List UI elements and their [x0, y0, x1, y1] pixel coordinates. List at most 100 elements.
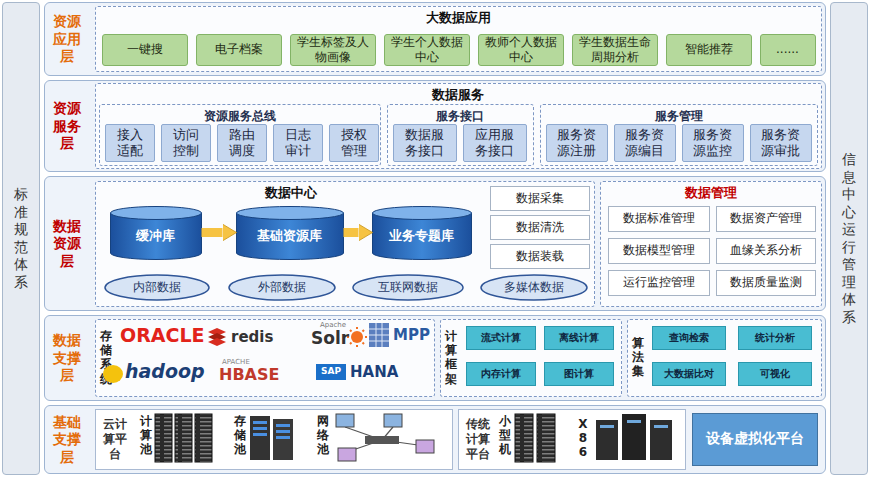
node-label: 离线计算 — [559, 331, 599, 345]
layer-box: 数据资源层数据中心缓冲库基础资源库业务专题库数据采集数据清洗数据装载内部数据外部… — [44, 176, 826, 311]
data-source-ellipse: 多媒体数据 — [480, 274, 588, 301]
node-label: 服务管理 — [541, 108, 817, 125]
node-label: 内存计算 — [481, 367, 521, 381]
cylinder-top — [110, 206, 201, 219]
service-box: 应用服务接口 — [463, 124, 527, 162]
node-label: 外部数据 — [258, 279, 306, 296]
pool-label: 计算池 — [139, 415, 152, 456]
service-box: 接入适配 — [105, 124, 155, 162]
logo-text: hadoop — [125, 361, 205, 383]
node-label: 计算框架 — [445, 329, 458, 387]
node-label: 访问控制 — [162, 127, 210, 158]
group-box: 算法集查询检索统计分析大数据比对可视化 — [627, 319, 822, 397]
node-label: 接入适配 — [106, 127, 154, 158]
node-label: 图计算 — [564, 367, 594, 381]
node-label: 数据资产管理 — [730, 210, 802, 227]
node-label: 数据采集 — [516, 190, 564, 207]
node-label: 流式计算 — [481, 331, 521, 345]
node-label: 大数据应用 — [96, 9, 821, 27]
logo-text: redis — [231, 329, 273, 346]
layer-box: 基础支撑层云计算平台传统计算平台设备虚拟化平台 — [44, 405, 826, 474]
logo-text: MPP — [393, 327, 430, 344]
side-band: 信息中心运行管理体系 — [830, 2, 868, 475]
pool-label: 存储池 — [233, 415, 246, 456]
service-box: 授权管理 — [329, 124, 379, 162]
ellipse-shape — [353, 275, 463, 300]
app-box: ...... — [760, 34, 816, 66]
node-label: 资源应用层 — [52, 13, 82, 66]
process-box: 数据清洗 — [490, 215, 590, 240]
node-label: 一键搜 — [123, 42, 167, 56]
process-box: 数据采集 — [490, 186, 590, 211]
node-label: 电子档案 — [211, 42, 267, 56]
group-box: 计算框架 流式计算 离线计算内存计算 图计算 — [440, 319, 622, 397]
pool-label: 小型机 — [498, 415, 511, 456]
logo-text: Solr — [311, 329, 349, 349]
ellipse-shape — [481, 275, 587, 300]
process-box: 运行监控管理 — [608, 270, 710, 296]
app-box: 电子档案 — [196, 34, 282, 66]
group-box: 数据管理数据标准管理数据资产管理数据模型管理血缘关系分析运行监控管理数据质量监测 — [600, 181, 822, 307]
layer-box: 资源服务层数据服务资源服务总线接入适配访问控制路由调度日志审计授权管理服务接口数… — [44, 80, 826, 172]
compute-box: 流式计算 — [466, 326, 536, 350]
logo-text: Apache — [320, 321, 346, 329]
app-box: 学生个人数据中心 — [384, 34, 470, 66]
app-box: 学生标签及人物画像 — [290, 34, 376, 66]
group-box: 数据中心缓冲库 基础资源库 业务专题库 数据采集数据清洗数据装载内部数据 外部数据 互联网… — [95, 181, 595, 307]
node-label: 基础支撑层 — [52, 413, 82, 466]
logo-text: APACHE — [222, 358, 250, 366]
group-box: 数据服务资源服务总线接入适配访问控制路由调度日志审计授权管理服务接口数据服务接口… — [95, 83, 822, 169]
node-label: 数据中心 — [96, 184, 486, 202]
service-box: 数据服务接口 — [393, 124, 457, 162]
node-label: 统计分析 — [755, 331, 795, 345]
service-box: 服务资源注册 — [546, 124, 608, 162]
compute-box: 图计算 — [544, 362, 614, 386]
node-label: 服务资源编目 — [615, 127, 675, 158]
node-label: 服务接口 — [388, 108, 533, 125]
node-label: 大数据比对 — [664, 367, 714, 381]
app-box: 智能推荐 — [666, 34, 752, 66]
node-label: 应用服务接口 — [464, 127, 526, 158]
node-label: 数据服务接口 — [394, 127, 456, 158]
node-label: 内部数据 — [133, 279, 181, 296]
node-label: 服务资源审批 — [751, 127, 811, 158]
node-label: 可视化 — [760, 367, 790, 381]
data-source-ellipse: 内部数据 — [104, 274, 210, 301]
group-box: 资源服务总线接入适配访问控制路由调度日志审计授权管理 — [99, 104, 381, 166]
node-label: 数据质量监测 — [730, 274, 802, 291]
node-label: 运行监控管理 — [623, 274, 695, 291]
logo-text: HBASE — [219, 366, 279, 384]
service-box: 访问控制 — [161, 124, 211, 162]
node-label: 算法集 — [632, 336, 645, 379]
app-box: 教师个人数据中心 — [478, 34, 564, 66]
node-label: 数据支撑层 — [52, 332, 82, 385]
node-label: 日志审计 — [274, 127, 322, 158]
node-label: 业务专题库 — [389, 221, 454, 245]
node-label: 学生个人数据中心 — [385, 35, 469, 64]
compute-box: 内存计算 — [466, 362, 536, 386]
group-box: 服务管理服务资源注册服务资源编目服务资源监控服务资源审批 — [540, 104, 818, 166]
pool-label: X86 — [578, 418, 588, 459]
node-label: 数据管理 — [601, 184, 821, 202]
node-label: 存储系统 — [100, 329, 113, 387]
pool-label: 网络池 — [316, 415, 329, 456]
database-cylinder: 业务专题库 — [372, 206, 472, 260]
process-box: 数据装载 — [490, 244, 590, 269]
app-box: 一键搜 — [102, 34, 188, 66]
node-label: 数据装载 — [516, 248, 564, 265]
node-label: 基础资源库 — [257, 221, 322, 245]
node-label: 路由调度 — [218, 127, 266, 158]
data-source-ellipse: 互联网数据 — [352, 274, 464, 301]
cylinder-top — [236, 206, 343, 219]
process-box: 数据模型管理 — [608, 238, 710, 264]
node-label: 学生标签及人物画像 — [291, 35, 375, 64]
node-label: 互联网数据 — [378, 279, 438, 296]
node-label: 数据服务 — [96, 86, 821, 104]
node-label: 数据清洗 — [516, 219, 564, 236]
database-cylinder: 缓冲库 — [110, 206, 202, 260]
node-label: 服务资源监控 — [683, 127, 743, 158]
node-label: 云计算平台 — [102, 417, 128, 462]
logo-text: ORACLE — [120, 325, 205, 347]
side-band: 标准规范体系 — [2, 2, 40, 475]
